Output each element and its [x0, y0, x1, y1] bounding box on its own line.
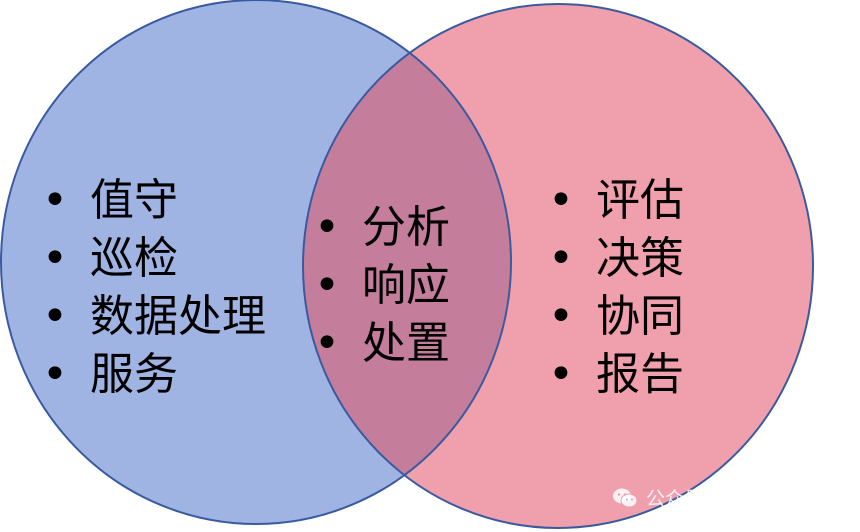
list-item: •响应 — [312, 257, 450, 315]
bullet-icon: • — [42, 349, 68, 400]
watermark: 公众号 · · · · 安卫士 — [612, 484, 814, 511]
list-item: •值守 — [40, 172, 266, 230]
bullet-icon: • — [42, 175, 68, 226]
bullet-icon: • — [314, 260, 340, 311]
bullet-icon: • — [42, 233, 68, 284]
list-item: •分析 — [312, 199, 450, 257]
list-item: •评估 — [546, 172, 684, 230]
list-item: •决策 — [546, 230, 684, 288]
list-item: •报告 — [546, 346, 684, 404]
bullet-icon: • — [314, 318, 340, 369]
left-item-list: •值守 •巡检 •数据处理 •服务 — [40, 172, 266, 404]
right-item-list: •评估 •决策 •协同 •报告 — [546, 172, 684, 404]
list-item: •处置 — [312, 315, 450, 373]
left-circle-outline — [0, 0, 512, 525]
bullet-icon: • — [548, 349, 574, 400]
list-item: •协同 — [546, 288, 684, 346]
center-item-list: •分析 •响应 •处置 — [312, 199, 450, 373]
bullet-icon: • — [548, 291, 574, 342]
bullet-icon: • — [314, 202, 340, 253]
bullet-icon: • — [42, 291, 68, 342]
right-circle-outline — [302, 3, 814, 529]
bullet-icon: • — [548, 175, 574, 226]
list-item: •巡检 — [40, 230, 266, 288]
list-item: •数据处理 — [40, 288, 266, 346]
list-item: •服务 — [40, 346, 266, 404]
watermark-text: 公众号 · · · · 安卫士 — [646, 488, 815, 510]
overlap-region — [303, 4, 511, 524]
wechat-icon — [613, 488, 638, 507]
bullet-icon: • — [548, 233, 574, 284]
